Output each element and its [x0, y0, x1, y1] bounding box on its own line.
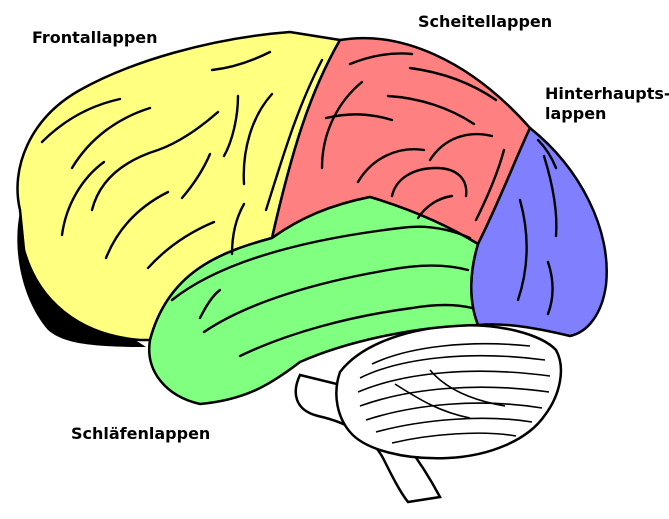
- label-parietal-lobe: Scheitellappen: [418, 12, 553, 31]
- label-frontal-lobe: Frontallappen: [32, 28, 158, 47]
- sulci: [40, 50, 558, 358]
- temporal-lobe: [147, 195, 480, 406]
- cerebellum-folia: [357, 342, 551, 444]
- label-occipital-line2: lappen: [545, 104, 607, 123]
- label-temporal-lobe: Schläfenlappen: [71, 424, 211, 443]
- frontal-shadow: [17, 212, 146, 347]
- label-occipital-lobe: Hinterhaupts- lappen: [545, 84, 669, 124]
- label-occipital-line1: Hinterhaupts-: [545, 84, 669, 103]
- occipital-lobe: [470, 126, 608, 338]
